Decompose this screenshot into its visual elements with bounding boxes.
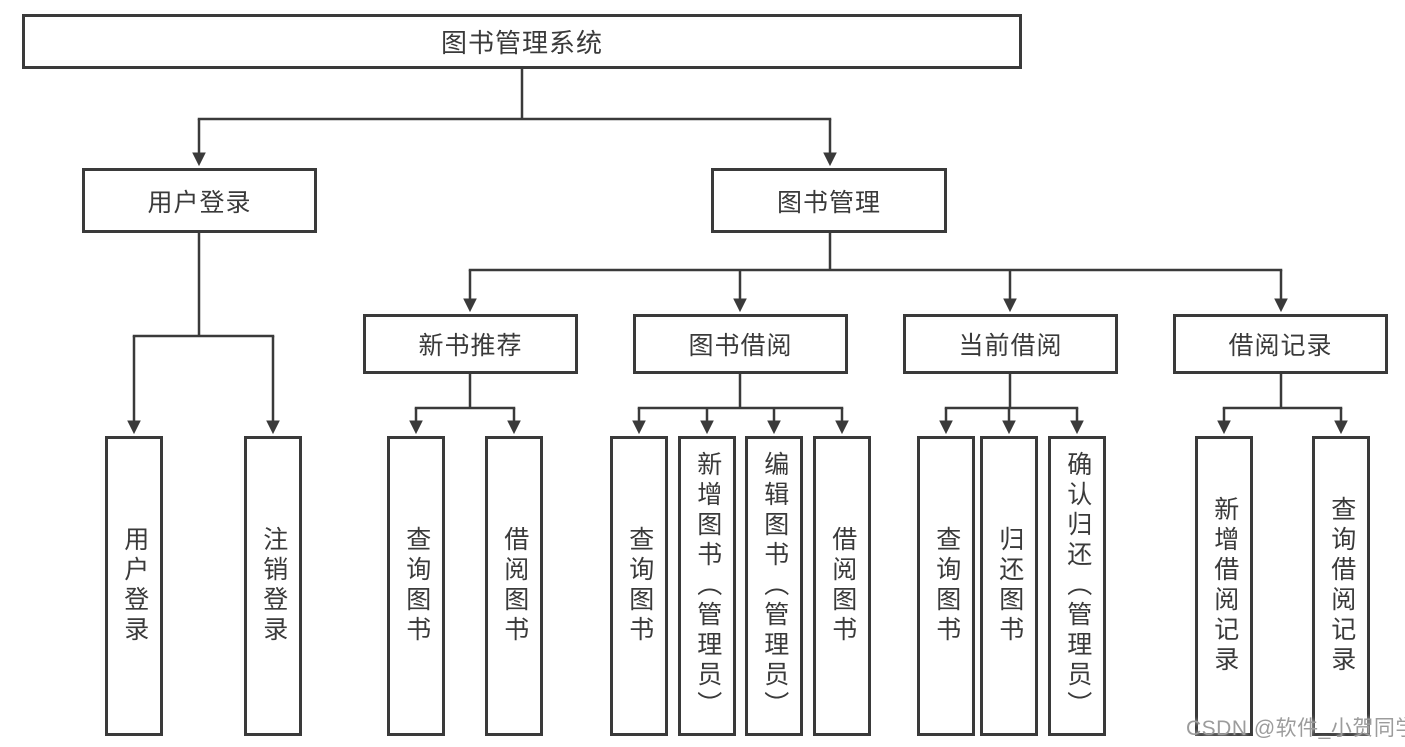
node-borrow-record-label: 借阅记录 — [1228, 332, 1333, 360]
node-current-borrow-label: 当前借阅 — [958, 332, 1063, 360]
leaf-borrow-edit-books-admin-label: 编辑图书（管理员） — [760, 451, 789, 721]
leaf-current-return-books-label: 归还图书 — [995, 526, 1024, 646]
leaf-recommend-borrow-books-label: 借阅图书 — [500, 526, 529, 646]
leaf-borrow-query-books-label: 查询图书 — [625, 526, 654, 646]
node-book-management-label: 图书管理 — [776, 188, 881, 217]
leaf-current-return-books: 归还图书 — [980, 436, 1038, 736]
node-book-borrow: 图书借阅 — [633, 314, 848, 374]
leaf-current-confirm-return-admin-label: 确认归还（管理员） — [1063, 451, 1092, 721]
node-book-management: 图书管理 — [711, 168, 947, 233]
leaf-logout: 注销登录 — [244, 436, 302, 736]
leaf-borrow-borrow-books-label: 借阅图书 — [828, 526, 857, 646]
leaf-borrow-query-books: 查询图书 — [610, 436, 668, 736]
leaf-record-add: 新增借阅记录 — [1195, 436, 1253, 736]
node-user-login-label: 用户登录 — [147, 188, 252, 217]
leaf-borrow-add-books-admin: 新增图书（管理员） — [678, 436, 736, 736]
leaf-current-query-books-label: 查询图书 — [932, 526, 961, 646]
node-new-book-recommend: 新书推荐 — [363, 314, 578, 374]
leaf-recommend-query-books-label: 查询图书 — [402, 526, 431, 646]
leaf-current-query-books: 查询图书 — [917, 436, 975, 736]
leaf-borrow-borrow-books: 借阅图书 — [813, 436, 871, 736]
node-new-book-recommend-label: 新书推荐 — [418, 332, 523, 360]
node-borrow-record: 借阅记录 — [1173, 314, 1388, 374]
node-root-label: 图书管理系统 — [440, 28, 603, 58]
node-book-borrow-label: 图书借阅 — [688, 332, 793, 360]
leaf-current-confirm-return-admin: 确认归还（管理员） — [1048, 436, 1106, 736]
node-current-borrow: 当前借阅 — [903, 314, 1118, 374]
leaf-record-query: 查询借阅记录 — [1312, 436, 1370, 736]
leaf-borrow-edit-books-admin: 编辑图书（管理员） — [745, 436, 803, 736]
leaf-borrow-add-books-admin-label: 新增图书（管理员） — [693, 451, 722, 721]
leaf-recommend-borrow-books: 借阅图书 — [485, 436, 543, 736]
leaf-record-query-label: 查询借阅记录 — [1327, 496, 1356, 676]
leaf-recommend-query-books: 查询图书 — [387, 436, 445, 736]
node-root: 图书管理系统 — [22, 14, 1022, 69]
node-user-login: 用户登录 — [82, 168, 317, 233]
leaf-logout-label: 注销登录 — [259, 526, 288, 646]
csdn-watermark: CSDN @软件_小贺同学 — [1186, 717, 1405, 740]
leaf-record-add-label: 新增借阅记录 — [1210, 496, 1239, 676]
leaf-user-login-label: 用户登录 — [120, 526, 149, 646]
leaf-user-login: 用户登录 — [105, 436, 163, 736]
